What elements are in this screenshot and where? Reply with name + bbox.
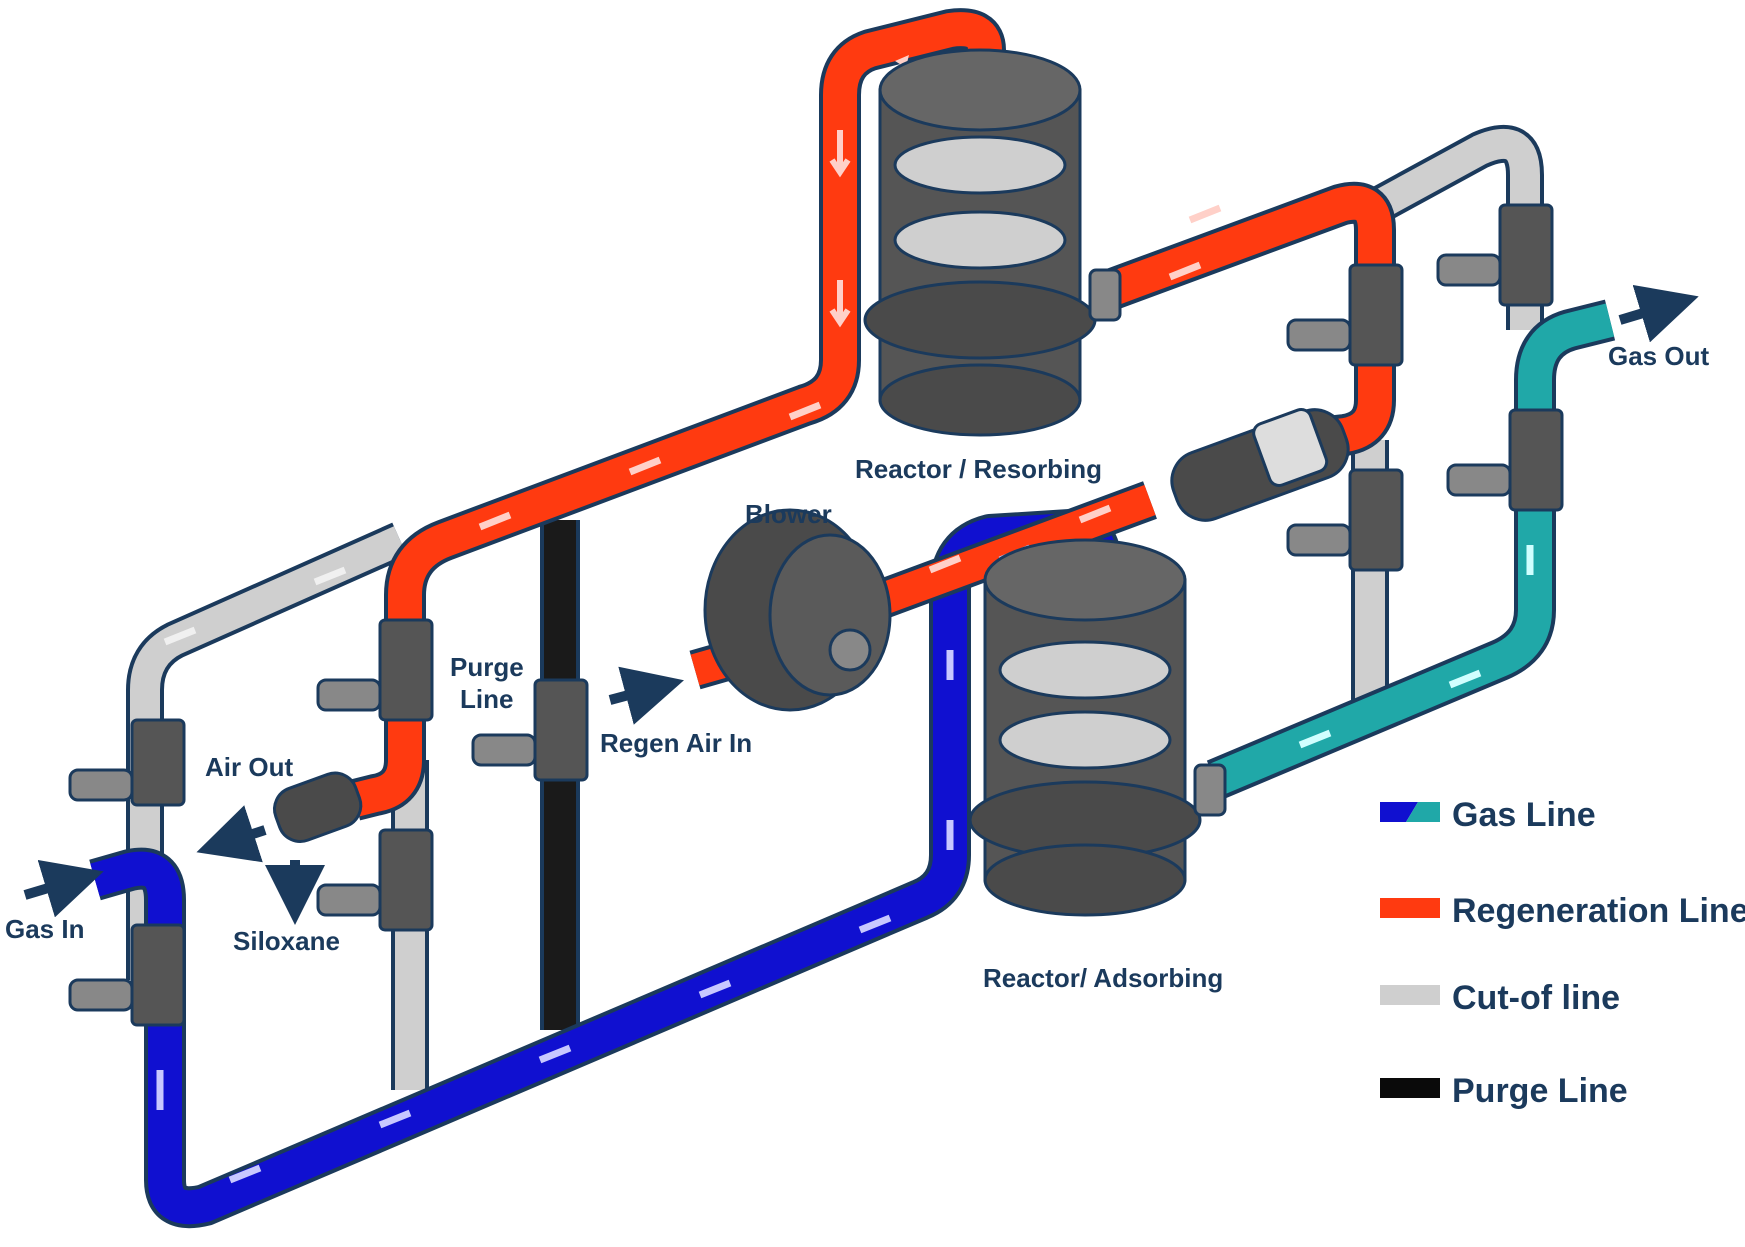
legend-item-cutoff-line: Cut-of line [1380,979,1620,1017]
regen-air-in-arrow-icon [608,666,684,725]
purge-line-label-1: Purge [450,652,524,682]
siloxane-label: Siloxane [233,926,340,956]
legend-label: Cut-of line [1452,979,1620,1017]
gas-pipe [89,509,1121,1229]
gas-out-label: Gas Out [1608,341,1709,371]
labels: Reactor / Resorbing Reactor/ Adsorbing B… [5,341,1709,993]
legend-label: Regeneration Line [1452,892,1745,930]
blower-label: Blower [745,499,832,529]
legend-item-purge-line: Purge Line [1380,1072,1628,1110]
valves [68,203,1564,1027]
gas-out-arrow-icon [1618,284,1699,343]
gas-in-arrow-icon [23,859,104,918]
regen-air-in-label: Regen Air In [600,728,752,758]
gas-in-label: Gas In [5,914,84,944]
legend-item-regeneration-line: Regeneration Line [1380,892,1745,930]
legend-label: Purge Line [1452,1072,1628,1110]
regen-line-swatch [1380,898,1440,918]
gas-line-swatch [1380,802,1418,822]
gas-out-pipe [1206,299,1616,800]
legend-item-gas-line: Gas Line [1380,796,1596,834]
reactor-adsorbing-label: Reactor/ Adsorbing [983,963,1223,993]
reactor-adsorbing [968,538,1227,917]
reactor-resorbing-label: Reactor / Resorbing [855,454,1102,484]
valve-icon [316,618,434,722]
air-out-label: Air Out [205,752,293,782]
purge-line-label-2: Line [460,684,513,714]
gas-out-swatch [1406,802,1440,822]
regen-silencer [1170,407,1350,522]
valve-icon [316,828,434,932]
air-out-arrow-icon [196,805,267,863]
valve-icon [1286,263,1404,367]
valve-icon [1286,468,1404,572]
purge-line-swatch [1380,1078,1440,1098]
air-out-silencer [272,771,363,843]
legend: Gas Line Regeneration Line Cut-of line P… [1380,796,1745,1110]
legend-label: Gas Line [1452,796,1596,834]
valve-icon [471,678,589,782]
blower [703,508,892,712]
valve-icon [1436,203,1554,307]
valve-icon [1446,408,1564,512]
valve-icon [68,718,186,807]
valve-icon [68,923,186,1027]
direction-arrows [23,284,1699,925]
cutoff-line-swatch [1380,985,1440,1005]
reactor-resorbing [863,48,1122,437]
